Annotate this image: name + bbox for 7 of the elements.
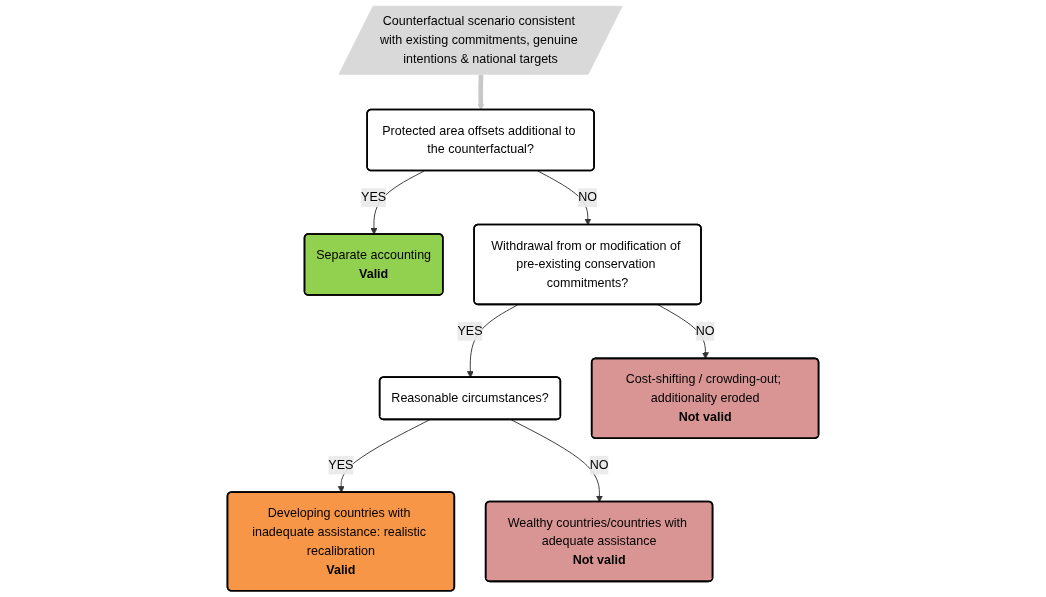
edge-label: YES — [457, 324, 483, 338]
edge-label: YES — [328, 458, 354, 472]
arrow — [477, 74, 485, 111]
edge-label: YES — [361, 190, 387, 204]
edge-label: NO — [589, 458, 609, 472]
edge-label: NO — [695, 324, 715, 338]
edge-label: NO — [578, 190, 597, 204]
